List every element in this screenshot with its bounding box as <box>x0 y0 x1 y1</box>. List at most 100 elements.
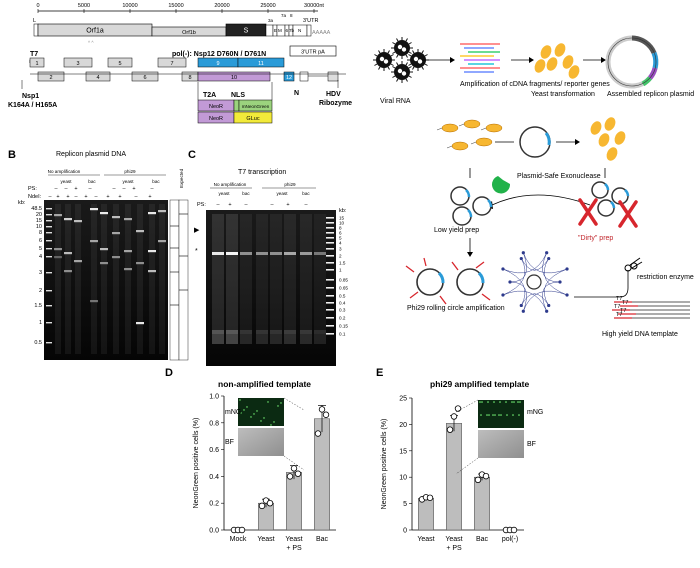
mneongreen-label: mNeonGreen <box>242 104 270 109</box>
y-axis-label: NeonGreen positive cells (%) <box>193 418 200 509</box>
viral-rna-label: Viral RNA <box>380 98 411 105</box>
genome-map: L Orf1a Orf1b S 3a 7a 8 E M 6 7b N 3'UTR… <box>33 13 331 45</box>
amplification-label: Amplification of cDNA fragments/ reporte… <box>460 81 610 88</box>
gel-b-ndei-value: + <box>84 194 87 200</box>
gel-b-ndei-label: NdeI: <box>28 194 42 200</box>
neor-label-2: NeoR <box>209 116 223 122</box>
gel-c-subgroup: yeast <box>219 191 231 196</box>
orf1b-label: Orf1b <box>182 30 196 36</box>
bar <box>286 472 302 531</box>
gel-c-band <box>240 252 252 255</box>
yeast-icon <box>590 121 602 135</box>
virus-icon <box>407 49 429 71</box>
yeast-icon <box>604 117 616 131</box>
gene-8-label: 8 <box>290 13 293 18</box>
fragment-label: 1 <box>35 61 38 67</box>
gel-b-ladder-label: 48.5 <box>31 206 42 212</box>
gel-c-ladder-label: 0.15 <box>339 324 348 329</box>
gel-b-band <box>90 300 98 303</box>
data-point <box>258 502 266 510</box>
utr-pa-label: 3'UTR pA <box>301 50 325 56</box>
gene-7a-label: 7a <box>281 13 287 18</box>
fragment-label: 5 <box>118 61 121 67</box>
gel-b-ladder-band <box>46 305 52 307</box>
gel-b-ladder-label: 2 <box>39 288 42 294</box>
replicon-construct: T7 pol(-): Nsp12 D760N / D761N 3'UTR pA … <box>8 45 352 124</box>
gel-b-band <box>158 240 166 243</box>
gene-6-label: 6 <box>286 28 289 33</box>
gel-b-ps-value: + <box>74 186 77 192</box>
ecoli-icon <box>463 119 481 129</box>
gel-c-ladder-label: 0.3 <box>339 308 346 313</box>
gel-b-ladder-band <box>46 342 52 344</box>
gel-b-ndei-value: – <box>94 194 98 200</box>
gel-c-ps-value: – <box>270 202 274 208</box>
gel-c-ladder-label: 0.5 <box>339 294 346 299</box>
gel-b-band <box>74 220 82 223</box>
polya-label: AAAAA <box>312 30 331 36</box>
data-point <box>454 405 462 412</box>
gel-c-ladder-label: 6 <box>339 231 342 236</box>
x-tick-label: Bac <box>476 536 489 543</box>
ecoli-icon <box>451 141 469 151</box>
gel-c-ladder-band <box>326 333 334 335</box>
t7-template-label: T7 <box>620 308 626 314</box>
gel-c-ladder-band <box>326 255 334 257</box>
gel-c-ladder-band <box>326 269 334 271</box>
y-tick-label: 10 <box>399 475 407 482</box>
chromosome-icon <box>578 198 598 226</box>
gel-c-image <box>206 210 336 366</box>
gel-c-ladder-band <box>326 217 334 219</box>
fragment-label: 12 <box>286 75 292 81</box>
gel-b-band <box>54 248 62 251</box>
gel-b-ladder-label: 3 <box>39 270 42 276</box>
gel-b-band <box>90 240 98 243</box>
scale-label: 10000 <box>122 3 137 9</box>
gel-c-ladder-band <box>326 302 334 304</box>
yeast-icon <box>546 57 558 71</box>
gel-b-band <box>100 262 108 265</box>
gel-c-ladder-label: 8 <box>339 226 342 231</box>
gel-b-ladder-label: 8 <box>39 230 42 236</box>
y-tick-label: 1.0 <box>209 394 219 401</box>
gel-b-ps-value: + <box>132 186 135 192</box>
x-tick-label: Bac <box>316 536 329 543</box>
gel-b-kb: kb: <box>18 200 26 206</box>
gel-b-band <box>148 212 156 215</box>
orf1a-label: Orf1a <box>86 28 104 35</box>
gel-c-star: * <box>195 248 198 255</box>
panel-b-letter: B <box>8 149 16 161</box>
chart-d-title: non-amplified template <box>218 379 311 389</box>
mng-inset <box>238 398 284 426</box>
gel-b-subgroup: yeast <box>123 179 135 184</box>
panel-d-letter: D <box>165 367 173 379</box>
gel-c-ladder-band <box>326 242 334 244</box>
gel-b-subgroup: bac <box>88 179 96 184</box>
gel-b-group: No amplification <box>48 169 81 174</box>
bar <box>446 423 462 531</box>
data-point <box>314 430 322 437</box>
gel-c-band <box>226 252 238 255</box>
gel-b-ladder-label: 1.5 <box>34 303 42 309</box>
x-tick-label: Yeast <box>257 536 274 543</box>
gel-c-ladder-band <box>326 309 334 311</box>
scale-label: 15000 <box>168 3 183 9</box>
data-point <box>450 413 458 420</box>
fragment-box <box>131 71 159 82</box>
gel-c-band <box>256 252 268 255</box>
gel-b-ladder-label: 10 <box>36 224 42 230</box>
gel-b-ladder-band <box>46 240 52 242</box>
plasmid-safe-label: Plasmid-Safe Exonuclease <box>517 173 601 180</box>
gel-c-group: No amplification <box>214 182 247 187</box>
gel-c-ps-label: PS: <box>197 202 206 208</box>
gel-b-ladder-label: 15 <box>36 218 42 224</box>
gel-b-band <box>124 218 132 221</box>
y-tick-label: 0.2 <box>209 501 219 508</box>
gel-c-ps-value: – <box>244 202 248 208</box>
gel-c-ladder-band <box>326 287 334 289</box>
gel-b-band <box>64 218 72 221</box>
spike-label: S <box>244 28 249 35</box>
gel-b-ps-value: – <box>122 186 126 192</box>
